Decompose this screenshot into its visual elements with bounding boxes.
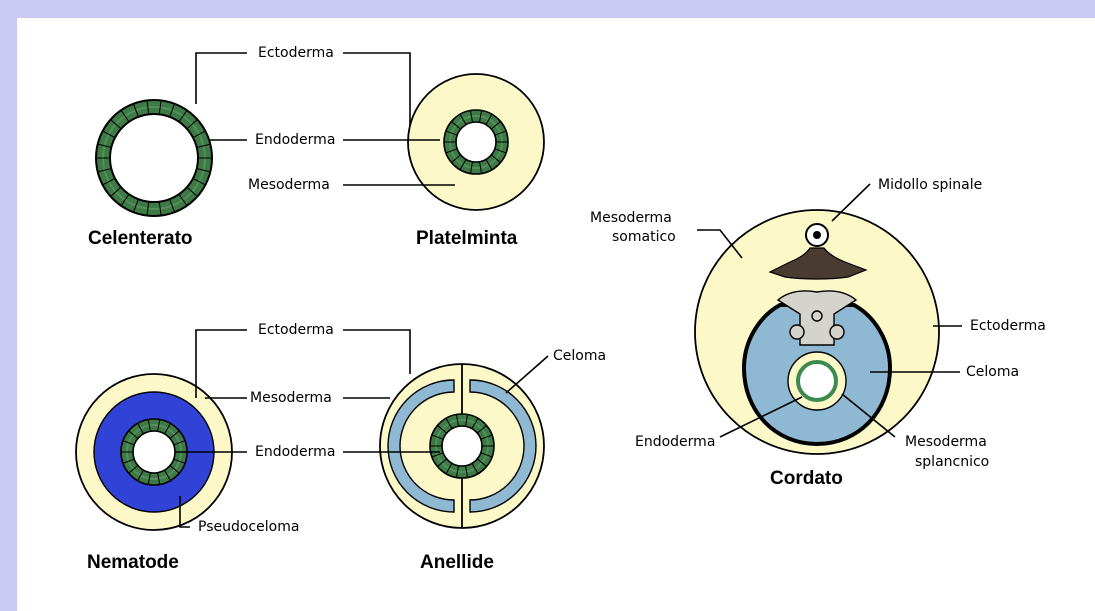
bottom-ectoderma-label: Ectoderma <box>258 322 334 338</box>
cordato-mesoderma-splancnico-label-2: splancnico <box>915 454 989 470</box>
cordato-ectoderma-label: Ectoderma <box>970 318 1046 334</box>
cordato-vessel-right <box>830 325 844 339</box>
celenterato-title: Celenterato <box>88 228 193 249</box>
cordato-diagram <box>695 210 939 454</box>
pseudoceloma-label: Pseudoceloma <box>198 519 299 535</box>
celenterato-inner-cavity <box>110 114 198 202</box>
cordato-mesoderma-splancnico-label-1: Mesoderma <box>905 434 987 450</box>
anellide-gut-cavity <box>442 426 482 466</box>
cordato-title: Cordato <box>770 468 843 489</box>
nematode-gut-cavity <box>133 431 175 473</box>
anellide-diagram <box>380 364 544 528</box>
anellide-title: Anellide <box>420 552 494 573</box>
bottom-endoderma-label: Endoderma <box>255 444 335 460</box>
cordato-endoderma-label: Endoderma <box>635 434 715 450</box>
cordato-midollo-label: Midollo spinale <box>878 177 982 193</box>
cordato-mesoderma-somatico-label-2: somatico <box>612 229 676 245</box>
cordato-mesoderma-somatico-label-1: Mesoderma <box>590 210 672 226</box>
top-ectoderma-label: Ectoderma <box>258 45 334 61</box>
bottom-mesoderma-label: Mesoderma <box>250 390 332 406</box>
cordato-vessel-left <box>790 325 804 339</box>
cordato-gut-wall <box>798 362 836 400</box>
platelminta-gut-cavity <box>456 122 496 162</box>
top-mesoderma-label: Mesoderma <box>248 177 330 193</box>
cordato-central-canal <box>813 231 821 239</box>
platelminta-title: Platelminta <box>416 228 518 249</box>
cordato-celoma-label: Celoma <box>966 364 1019 380</box>
nematode-title: Nematode <box>87 552 179 573</box>
top-endoderma-label: Endoderma <box>255 132 335 148</box>
anellide-celoma-label: Celoma <box>553 348 606 364</box>
cordato-vessel-center <box>812 311 822 321</box>
celenterato-diagram <box>96 100 212 216</box>
platelminta-diagram <box>408 74 544 210</box>
